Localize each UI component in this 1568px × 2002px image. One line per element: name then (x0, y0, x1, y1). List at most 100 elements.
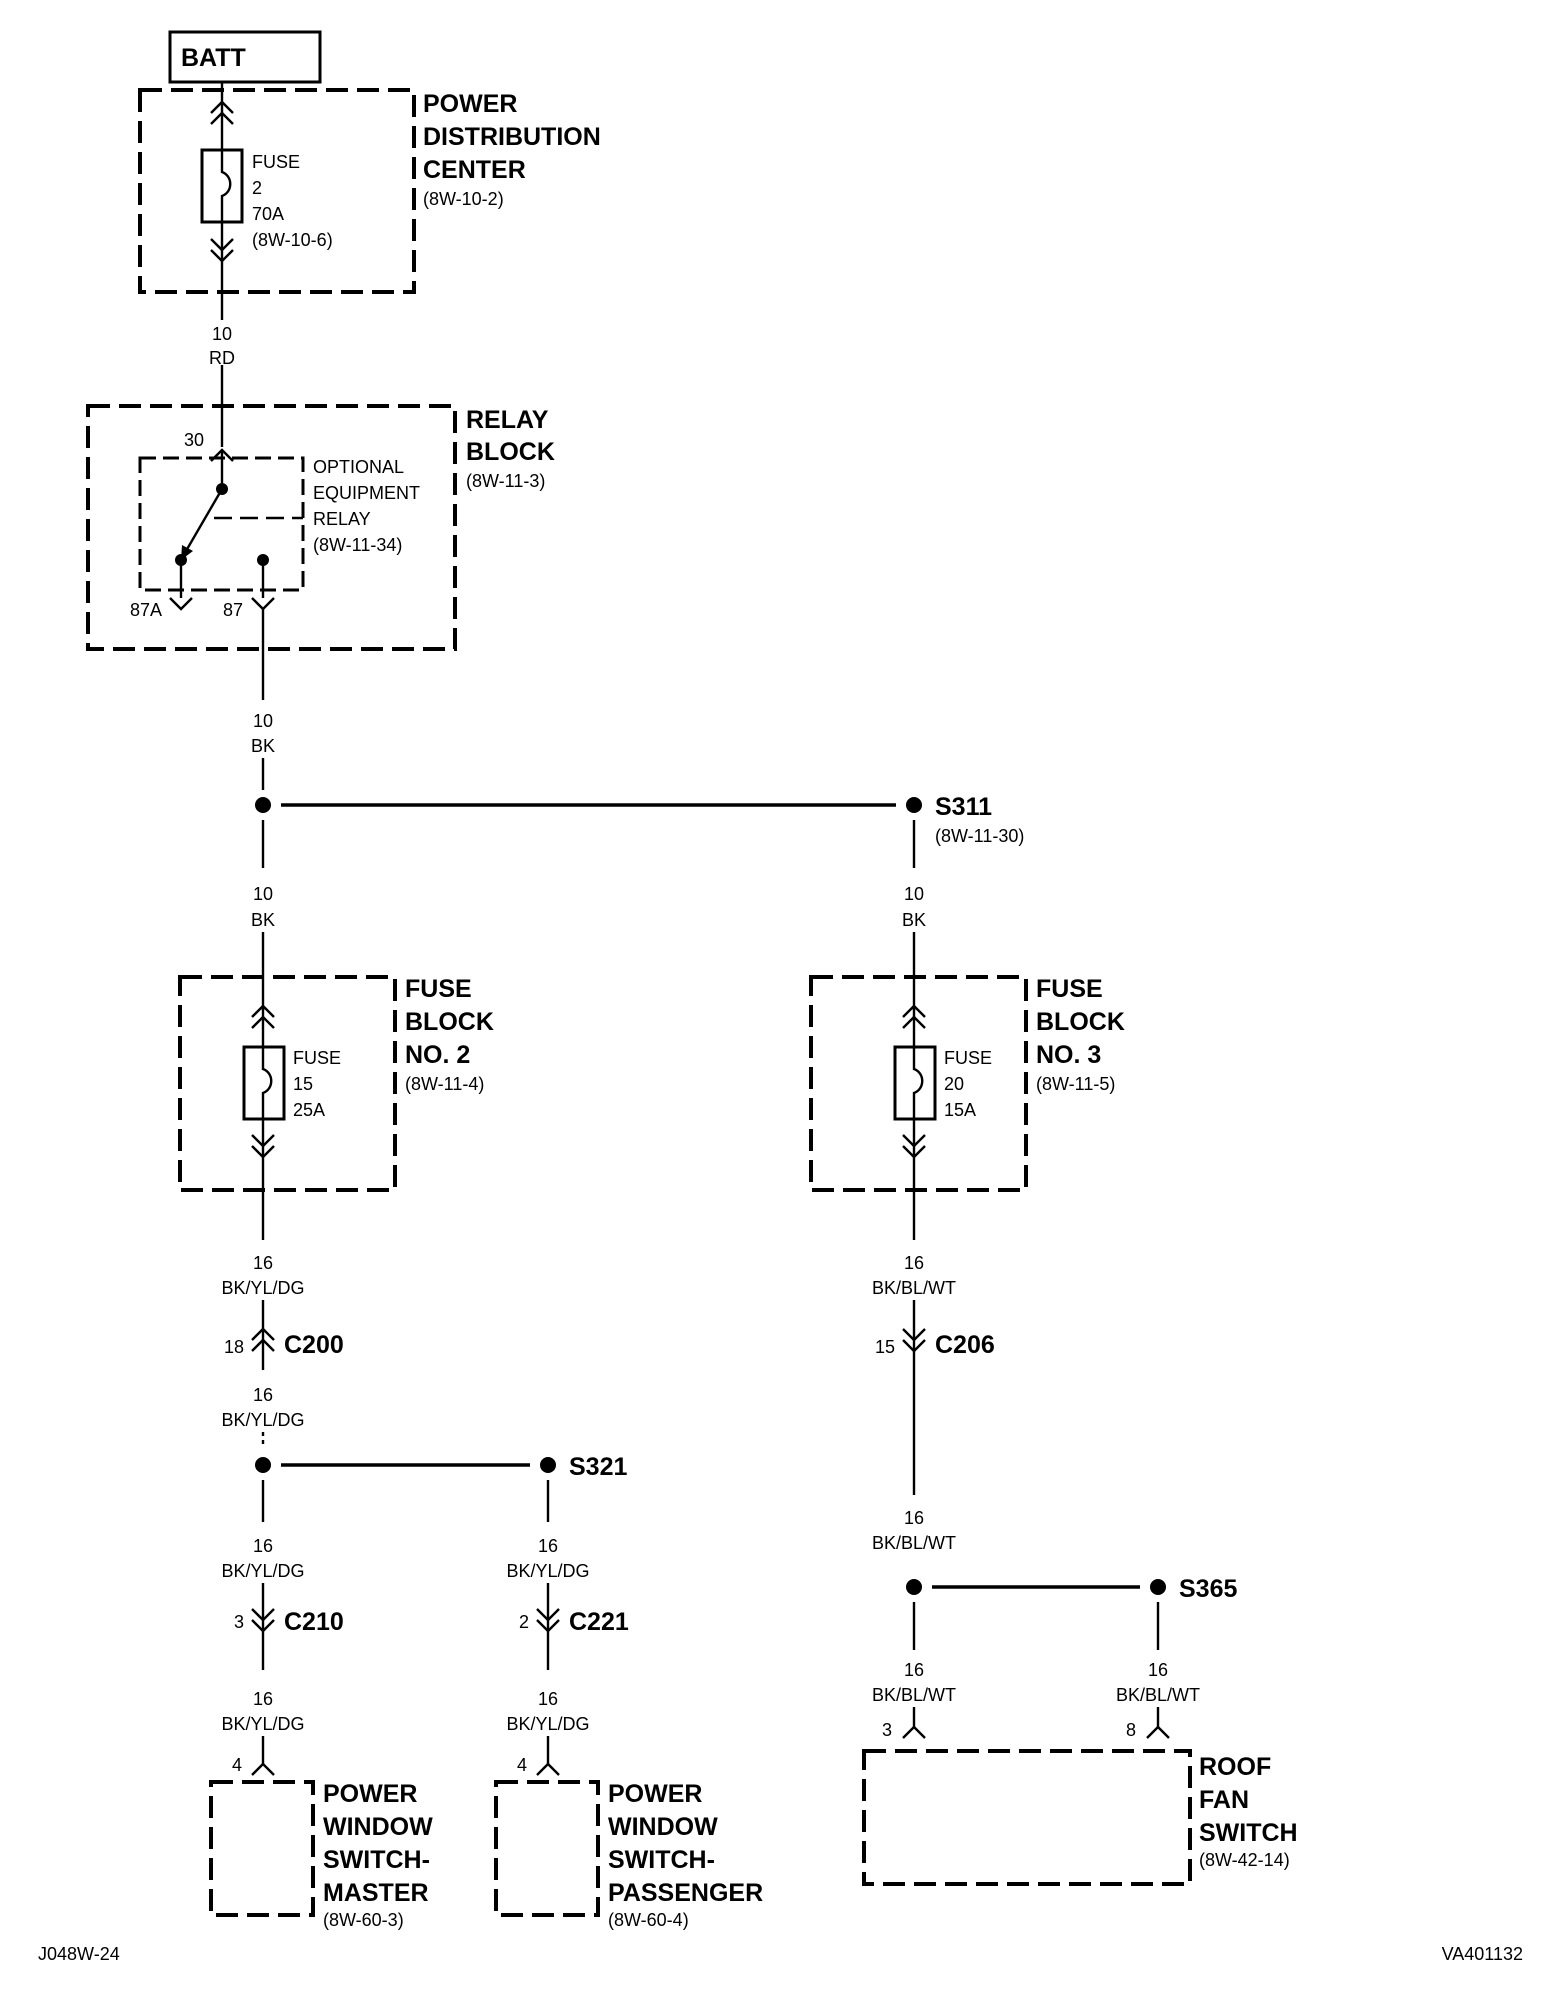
svg-text:16: 16 (253, 1536, 273, 1556)
wire-16-bkyldg-label-1: 16 BK/YL/DG (221, 1253, 304, 1298)
svg-text:2: 2 (519, 1612, 529, 1632)
splice-s321-dot (540, 1457, 556, 1473)
wire-16-bkblwt-label-4: 16 BK/BL/WT (1116, 1660, 1200, 1705)
svg-text:NO. 3: NO. 3 (1036, 1041, 1101, 1069)
svg-text:C200: C200 (284, 1331, 344, 1359)
svg-text:BK/BL/WT: BK/BL/WT (872, 1685, 956, 1705)
roof-fan-switch-boundary (862, 1749, 1192, 1886)
svg-text:10: 10 (904, 884, 924, 904)
svg-text:(8W-60-3): (8W-60-3) (323, 1910, 404, 1930)
footer-left-code: J048W-24 (38, 1944, 120, 1964)
batt-box: BATT (168, 30, 322, 84)
svg-text:(8W-11-3): (8W-11-3) (466, 471, 545, 491)
fuse-2-label: FUSE 2 70A (8W-10-6) (252, 152, 333, 250)
svg-text:15: 15 (875, 1337, 895, 1357)
wire-10-bk-label-1: 10 BK (251, 711, 275, 756)
fuse-20-symbol (893, 1004, 937, 1159)
pwm-pin-label: 4 (232, 1755, 242, 1775)
pdc-boundary (138, 88, 416, 294)
svg-text:20: 20 (944, 1074, 964, 1094)
svg-text:FAN: FAN (1199, 1786, 1249, 1814)
svg-text:WINDOW: WINDOW (608, 1813, 718, 1841)
pwp-pin-label: 4 (517, 1755, 527, 1775)
svg-text:BK: BK (902, 910, 926, 930)
svg-text:BLOCK: BLOCK (405, 1008, 494, 1036)
svg-text:BK/YL/DG: BK/YL/DG (506, 1561, 589, 1581)
fuse-15-label: FUSE 15 25A (293, 1048, 341, 1120)
svg-text:ROOF: ROOF (1199, 1753, 1271, 1781)
splice-s365-dot (1150, 1579, 1166, 1595)
wire-16-bkyldg-label-6: 16 BK/YL/DG (506, 1689, 589, 1734)
roof-pin-8-label: 8 (1126, 1720, 1136, 1740)
svg-text:2: 2 (252, 178, 262, 198)
svg-text:BLOCK: BLOCK (466, 438, 555, 466)
svg-text:SWITCH-: SWITCH- (608, 1846, 715, 1874)
pin-30-label: 30 (184, 430, 204, 450)
svg-text:16: 16 (253, 1385, 273, 1405)
svg-text:RD: RD (209, 348, 235, 368)
svg-text:(8W-11-34): (8W-11-34) (313, 535, 402, 555)
splice-s365-label: S365 (1179, 1575, 1237, 1603)
svg-text:BK/BL/WT: BK/BL/WT (1116, 1685, 1200, 1705)
svg-text:FUSE: FUSE (1036, 975, 1103, 1003)
svg-text:PASSENGER: PASSENGER (608, 1879, 763, 1907)
svg-text:10: 10 (212, 324, 232, 344)
svg-text:BK/YL/DG: BK/YL/DG (221, 1561, 304, 1581)
svg-text:OPTIONAL: OPTIONAL (313, 457, 404, 477)
svg-text:(8W-10-6): (8W-10-6) (252, 230, 333, 250)
svg-text:16: 16 (538, 1689, 558, 1709)
svg-text:16: 16 (904, 1508, 924, 1528)
svg-text:BK/YL/DG: BK/YL/DG (221, 1714, 304, 1734)
svg-text:CENTER: CENTER (423, 156, 526, 184)
roof-fan-switch-label: ROOF FAN SWITCH (8W-42-14) (1199, 1753, 1298, 1870)
power-window-switch-master-boundary (209, 1780, 315, 1917)
svg-text:FUSE: FUSE (252, 152, 300, 172)
pdc-label: POWER DISTRIBUTION CENTER (8W-10-2) (423, 90, 601, 209)
connector-c200: 18 C200 (224, 1327, 344, 1370)
fuse-2-symbol (200, 100, 244, 263)
relay-label: OPTIONAL EQUIPMENT RELAY (8W-11-34) (313, 457, 420, 555)
svg-text:15A: 15A (944, 1100, 976, 1120)
svg-text:BK: BK (251, 910, 275, 930)
power-window-switch-passenger-label: POWER WINDOW SWITCH- PASSENGER (8W-60-4) (608, 1780, 763, 1930)
svg-text:POWER: POWER (608, 1780, 702, 1808)
wire-16-bkyldg-label-3: 16 BK/YL/DG (221, 1536, 304, 1581)
svg-text:WINDOW: WINDOW (323, 1813, 433, 1841)
fuse-15-symbol (242, 1004, 286, 1159)
splice-s321-label: S321 (569, 1453, 627, 1481)
svg-text:BK/YL/DG: BK/YL/DG (506, 1714, 589, 1734)
svg-text:(8W-11-30): (8W-11-30) (935, 826, 1024, 846)
svg-text:FUSE: FUSE (405, 975, 472, 1003)
wire-10-rd-label: 10 RD (209, 324, 235, 368)
svg-text:16: 16 (1148, 1660, 1168, 1680)
svg-text:EQUIPMENT: EQUIPMENT (313, 483, 420, 503)
wire-16-bkyldg-label-2: 16 BK/YL/DG (221, 1385, 304, 1430)
wire-16-bkblwt-label-3: 16 BK/BL/WT (872, 1660, 956, 1705)
power-window-switch-master-label: POWER WINDOW SWITCH- MASTER (8W-60-3) (323, 1780, 433, 1930)
svg-text:(8W-11-5): (8W-11-5) (1036, 1074, 1115, 1094)
wire-16-bkyldg-label-5: 16 BK/YL/DG (221, 1689, 304, 1734)
footer-right-code: VA401132 (1442, 1944, 1523, 1964)
splice-s365-left-dot (906, 1579, 922, 1595)
relay-block-boundary (86, 404, 457, 651)
pin-87-label: 87 (223, 600, 243, 620)
wire-10-bk-label-3: 10 BK (902, 884, 926, 930)
svg-text:BK: BK (251, 736, 275, 756)
svg-text:POWER: POWER (423, 90, 517, 118)
wire-16-bkblwt-label-2: 16 BK/BL/WT (872, 1508, 956, 1553)
connector-c221: 2 C221 (519, 1598, 629, 1670)
svg-text:15: 15 (293, 1074, 313, 1094)
svg-text:C210: C210 (284, 1608, 344, 1636)
svg-text:SWITCH: SWITCH (1199, 1819, 1298, 1847)
power-window-switch-passenger-boundary (494, 1780, 600, 1917)
svg-text:10: 10 (253, 711, 273, 731)
svg-text:3: 3 (234, 1612, 244, 1632)
wire-10-bk-label-2: 10 BK (251, 884, 275, 930)
fuse-block-2-label: FUSE BLOCK NO. 2 (8W-11-4) (405, 975, 494, 1094)
svg-text:BK/BL/WT: BK/BL/WT (872, 1278, 956, 1298)
svg-text:POWER: POWER (323, 1780, 417, 1808)
svg-text:BK/YL/DG: BK/YL/DG (221, 1278, 304, 1298)
svg-text:16: 16 (904, 1253, 924, 1273)
svg-text:RELAY: RELAY (466, 406, 549, 434)
svg-text:(8W-10-2): (8W-10-2) (423, 189, 504, 209)
